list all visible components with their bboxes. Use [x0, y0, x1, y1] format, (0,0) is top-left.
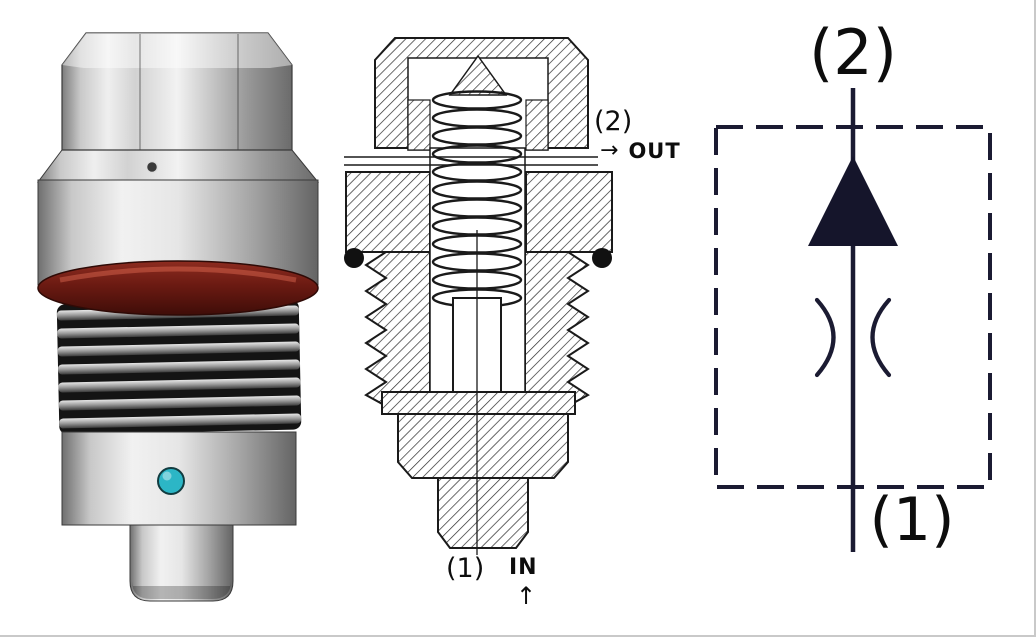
- outlet-port-lines: [344, 156, 598, 166]
- section-thread-wall-left: [364, 251, 431, 407]
- hydraulic-schematic: [714, 88, 992, 552]
- section-out-row: → OUT: [600, 140, 681, 162]
- section-flange-left: [345, 171, 431, 253]
- check-valve-arrow: [808, 156, 898, 246]
- thread-section: [56, 299, 302, 435]
- schematic-port2-label: (2): [809, 16, 897, 89]
- teal-indicator-dot: [157, 467, 185, 495]
- restrictor-arcs: [814, 297, 892, 378]
- schematic-port1-label: (1): [869, 485, 955, 555]
- section-oring-left: [344, 248, 364, 268]
- in-arrow-icon: ↑: [516, 582, 537, 610]
- section-flange-right: [525, 171, 613, 253]
- section-guide-right: [525, 99, 549, 151]
- out-arrow-icon: →: [600, 138, 619, 163]
- section-in-label: IN: [509, 555, 538, 580]
- weep-hole-dot: [145, 160, 159, 174]
- section-out-label: OUT: [628, 138, 681, 163]
- oring-seal: [37, 260, 319, 316]
- section-seat: [381, 391, 576, 415]
- lower-body: [61, 431, 297, 526]
- valve-cross-section: [344, 37, 613, 555]
- section-bottom-nut: [397, 413, 569, 479]
- hex-head: [61, 32, 293, 151]
- bottom-stem: [129, 524, 234, 602]
- hex-to-body-skirt: [37, 149, 320, 183]
- section-outlet-port-label: (2): [594, 106, 633, 137]
- section-guide-left: [407, 99, 431, 151]
- section-inlet-stem: [437, 477, 529, 549]
- valve-photo-illustration: [37, 32, 320, 602]
- section-inlet-port-label: (1): [446, 553, 485, 584]
- section-oring-right: [592, 248, 612, 268]
- section-thread-wall-right: [524, 251, 590, 407]
- section-spring-cap: [448, 54, 508, 96]
